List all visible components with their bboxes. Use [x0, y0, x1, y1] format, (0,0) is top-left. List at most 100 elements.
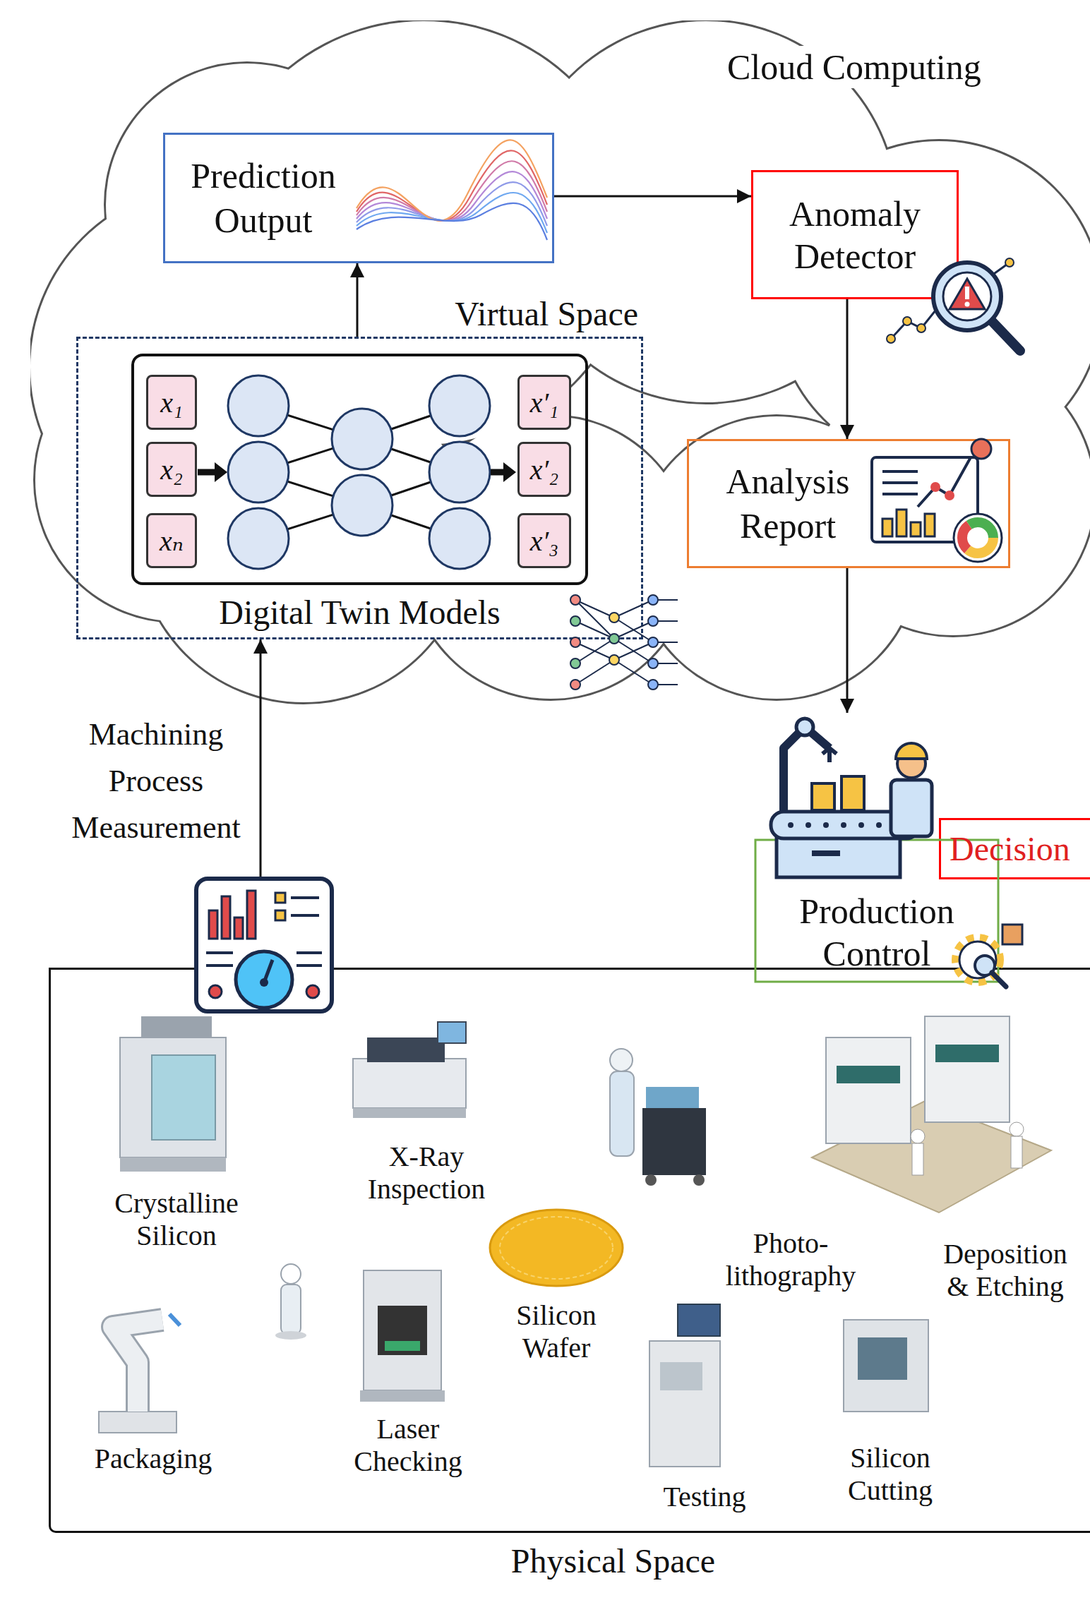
illustration-part [356, 192, 548, 233]
illustration-part [648, 595, 658, 606]
illustration-part [235, 951, 293, 1009]
illustration-part [570, 637, 581, 648]
illustration-part [924, 1016, 1010, 1123]
illustration-part [141, 1016, 212, 1038]
node-title: Analysis Report [703, 459, 873, 548]
illustration-part [384, 1341, 421, 1352]
illustration-part [352, 1108, 466, 1119]
illustration-part [120, 1037, 226, 1158]
illustration-part [811, 783, 835, 811]
label-holder: Silicon Wafer [485, 1299, 627, 1365]
illustration-part [796, 718, 814, 736]
illustration-part [490, 469, 505, 476]
illustration-part [112, 1320, 163, 1412]
illustration-part [356, 139, 548, 221]
label-holder: Laser Checking [337, 1413, 479, 1479]
illustration-part [356, 203, 548, 241]
illustration-part [876, 822, 882, 829]
illustration-part [787, 822, 794, 829]
illustration-part [234, 917, 243, 939]
illustration-part [910, 522, 921, 537]
illustration-part [843, 1320, 929, 1412]
illustration-part [965, 302, 970, 308]
illustration-part [331, 408, 393, 470]
illustration-part [275, 1331, 307, 1340]
equipment-label: Testing [662, 1481, 746, 1514]
illustration-part [648, 637, 658, 648]
report-icon [871, 439, 1002, 562]
illustration-part [991, 972, 1006, 987]
illustration-part [648, 658, 658, 669]
illustration-part [575, 600, 615, 639]
illustration-part [614, 617, 654, 643]
equipment-label: Packaging [94, 1442, 213, 1476]
illustration-part [489, 1210, 623, 1287]
illustration-part [890, 310, 936, 339]
illustration-part [660, 1362, 703, 1391]
illustration-part [429, 441, 490, 503]
illustration-part [570, 595, 581, 606]
illustration-part [208, 910, 218, 939]
cloud-region: Cloud ComputingPrediction OutputAnomaly … [30, 20, 1090, 705]
illustration-part [132, 355, 587, 584]
illustration-part [575, 638, 615, 664]
illustration-part [169, 1314, 181, 1326]
decision-box: Decision [938, 818, 1090, 880]
illustration-part [930, 482, 941, 493]
illustration-part [924, 513, 935, 537]
illustration-part [943, 272, 992, 321]
illustration-part [570, 658, 581, 669]
illustration-part [409, 416, 692, 699]
illustration-part [575, 621, 615, 639]
illustration-part [296, 951, 322, 955]
illustration-part [882, 492, 918, 496]
illustration-part [787, 822, 900, 829]
node-title: Prediction Output [175, 153, 352, 243]
illustration-part [962, 522, 994, 554]
illustration-part [197, 469, 217, 476]
illustration-part [112, 1320, 163, 1412]
packaging-robot [98, 1314, 181, 1434]
illustration-part [290, 896, 320, 900]
illustration-part [991, 321, 1021, 351]
crystal-growth-furnace [120, 1016, 226, 1172]
wave-icon [356, 139, 548, 241]
illustration-part [208, 985, 222, 999]
illustration-part [882, 471, 918, 495]
illustration-part [367, 1037, 445, 1063]
illustration-part [882, 509, 935, 537]
illustration-part [962, 522, 994, 554]
cutting-machine [843, 1320, 929, 1412]
input-feature: x₂ [146, 441, 197, 497]
flow-arrow [846, 568, 849, 714]
illustration-part [953, 513, 1002, 562]
illustration-part [275, 893, 286, 921]
equipment-label: Silicon Wafer [485, 1299, 627, 1365]
illustration-part [120, 1157, 226, 1172]
illustration-part [503, 462, 517, 483]
illustration-part [935, 1044, 999, 1063]
illustration-part [221, 896, 231, 939]
illustration-part [331, 475, 393, 536]
cloud-outline [30, 20, 1090, 705]
illustration-part [437, 1022, 466, 1044]
equipment-label: Crystalline Silicon [98, 1187, 255, 1253]
illustration-part [356, 160, 548, 221]
illustration-part [649, 1341, 721, 1467]
illustration-part [822, 748, 837, 763]
illustration-part [783, 727, 830, 812]
illustration-part [228, 375, 289, 437]
input-feature: x₁ [146, 374, 197, 430]
illustration-part [352, 1058, 466, 1109]
equipment-label: Silicon Cutting [819, 1442, 961, 1508]
illustration-part [776, 836, 901, 878]
illustration-part [896, 509, 907, 537]
node-title: xₙ [159, 524, 184, 558]
illustration-part [642, 1108, 706, 1176]
illustration-part [377, 1306, 428, 1356]
edge-label-holder: Machining Process Measurement [56, 711, 256, 852]
fab-room [811, 1016, 1052, 1213]
node-subtitle: Digital Twin Models [214, 592, 505, 634]
illustration-part [933, 262, 1002, 331]
illustration-part [841, 776, 865, 811]
